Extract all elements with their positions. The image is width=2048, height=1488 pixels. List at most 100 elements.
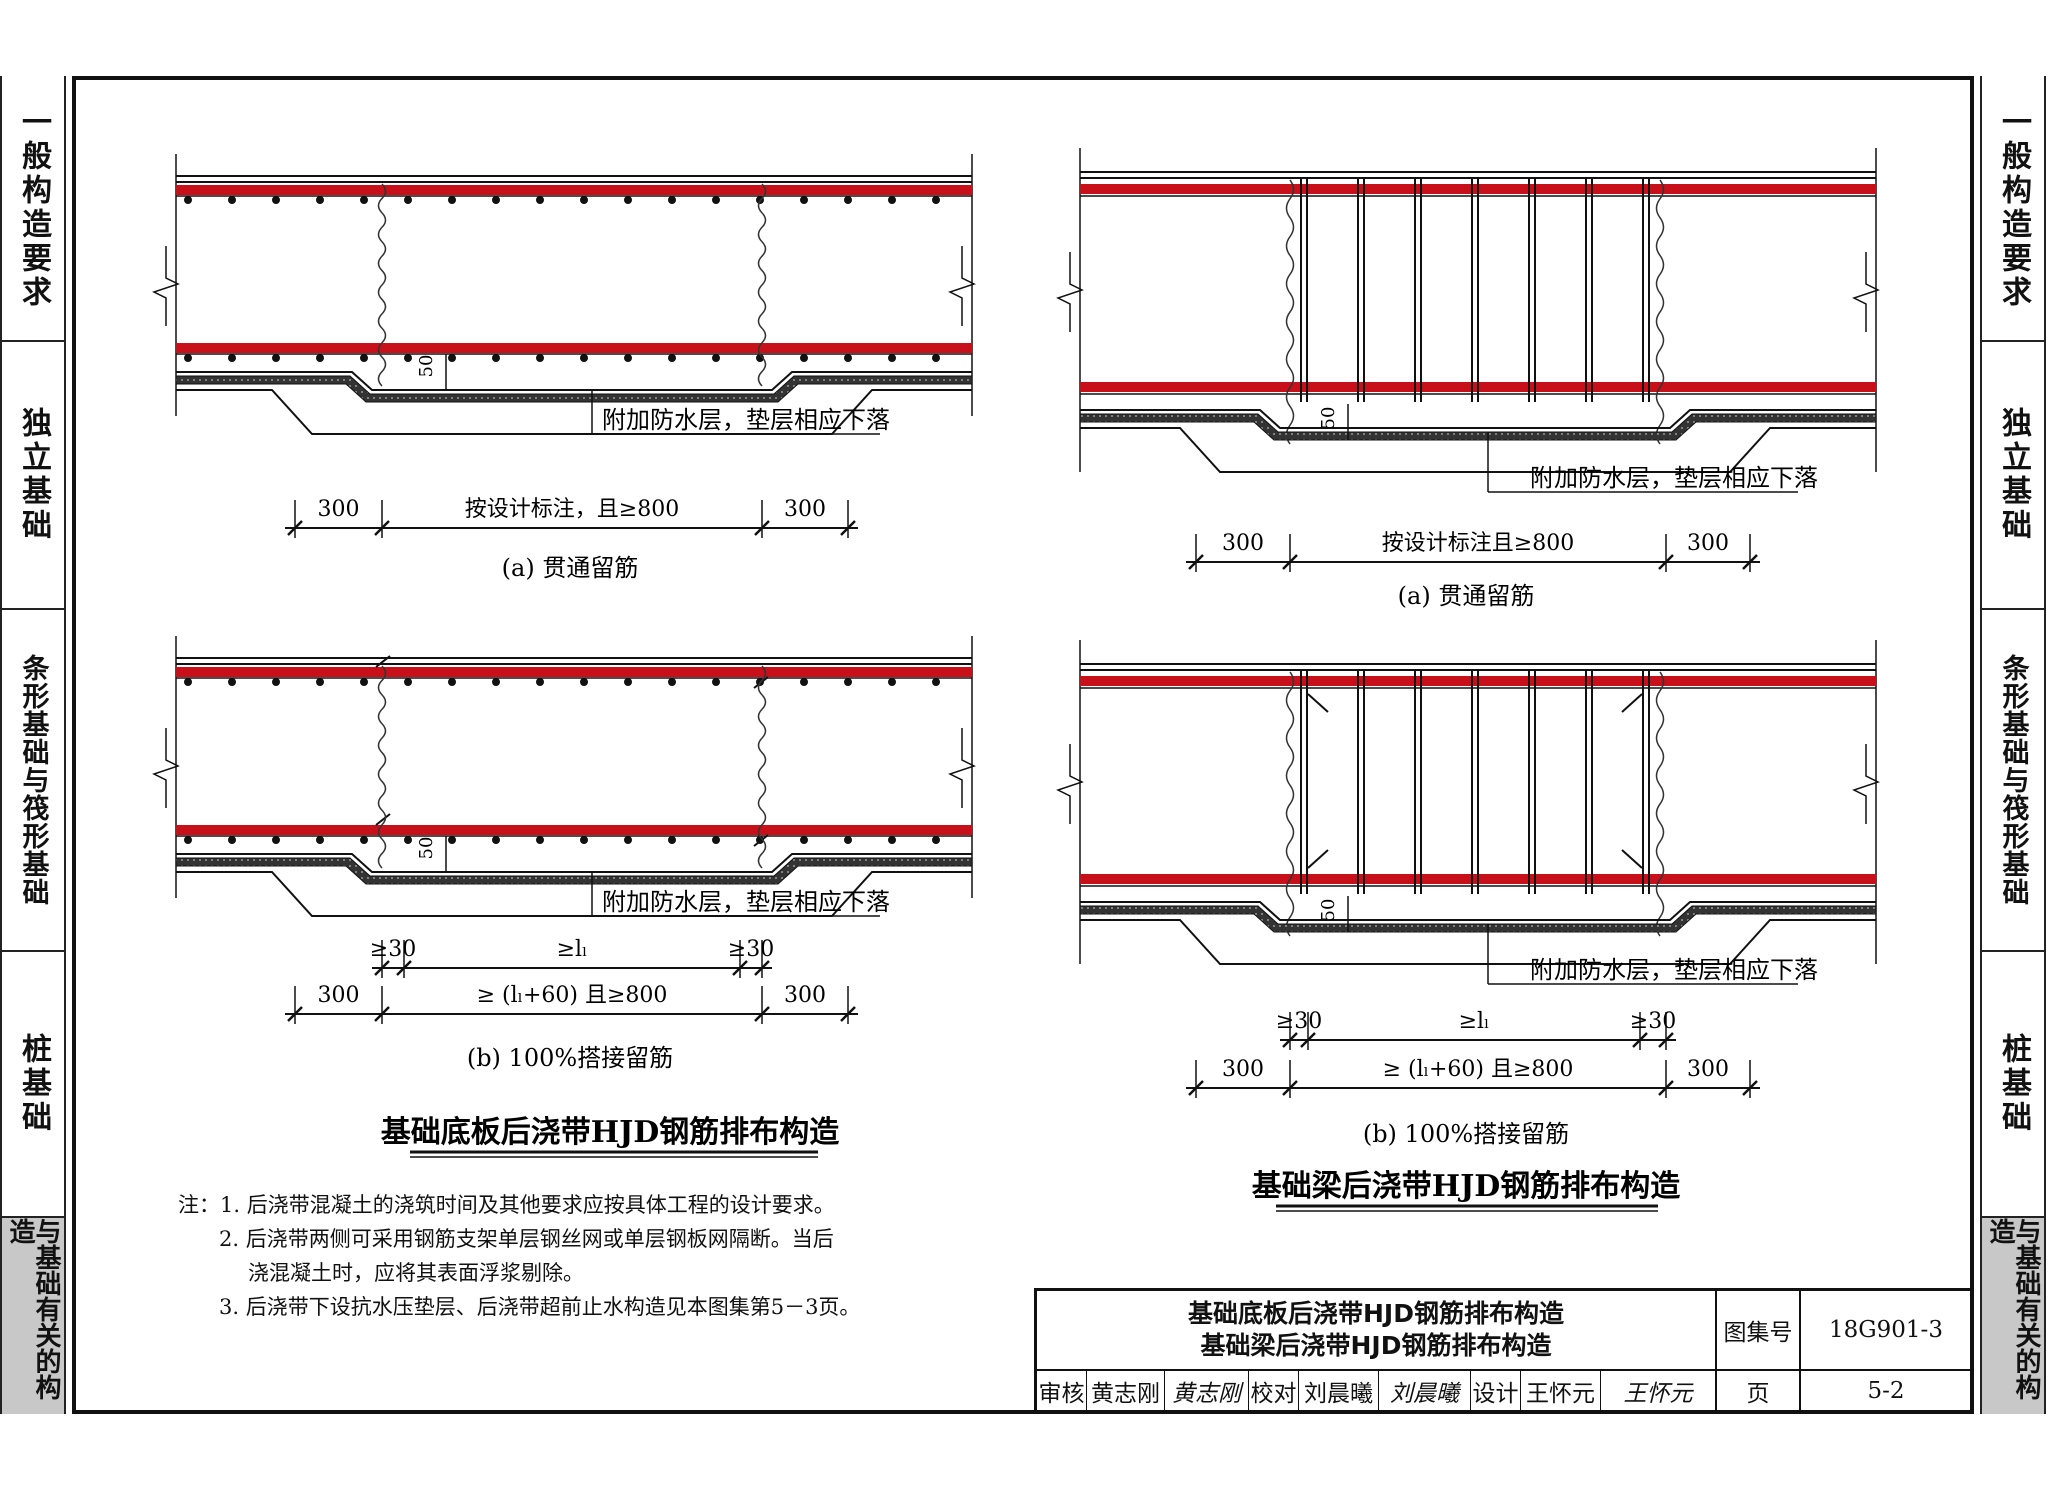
slab-a-dim-tick (754, 520, 770, 536)
beam-b-dim-tick (1188, 1080, 1204, 1096)
checker-signature: 刘晨曦 (1379, 1371, 1471, 1411)
beam-b-lap-dim-tick (1282, 1032, 1298, 1048)
dist-bar (228, 196, 236, 204)
dist-bar (184, 678, 192, 686)
beam-b-dim-tick (1658, 1080, 1674, 1096)
hjd-right-boundary (1655, 671, 1665, 937)
slab-a-dim-tick (287, 520, 303, 536)
dist-bar (800, 354, 808, 362)
dist-bar (800, 678, 808, 686)
dist-bar (756, 354, 764, 362)
dist-bar (360, 354, 368, 362)
lap-hook (1307, 693, 1329, 713)
dist-bar (844, 678, 852, 686)
beam-a-dim-tick (1188, 554, 1204, 570)
hjd-left-boundary (1285, 671, 1295, 937)
slab-b-dim-label: ≥ (lₗ+60) 且≥800 (477, 983, 668, 1008)
hjd-right-boundary (757, 665, 767, 869)
dist-bar (888, 836, 896, 844)
dist-bar (272, 196, 280, 204)
side-tab-pile-r[interactable]: 桩基础 (1982, 952, 2044, 1218)
beam-b-caption: (b) 100%搭接留筋 (1363, 1120, 1569, 1148)
dist-bar (228, 354, 236, 362)
side-tab-pile[interactable]: 桩基础 (2, 952, 64, 1218)
beam-base-top (1080, 409, 1876, 429)
dist-bar (888, 354, 896, 362)
dim-50: 50 (416, 355, 437, 378)
slab-base-bedding (176, 389, 972, 435)
dist-bar (492, 678, 500, 686)
page-label: 页 (1717, 1371, 1801, 1411)
side-tab-isolated[interactable]: 独立基础 (2, 342, 64, 610)
side-tab-general-r[interactable]: 一般构造要求 (1982, 76, 2044, 342)
note-text: 附加防水层，垫层相应下落 (602, 406, 890, 434)
slab-base-top (176, 853, 972, 873)
dist-bar (668, 678, 676, 686)
reviewer-signature: 黄志刚 (1165, 1371, 1249, 1411)
beam-b-dim-label: 300 (1222, 1057, 1264, 1082)
drawing-frame (72, 76, 1974, 1414)
beam-a-dim-label: 按设计标注且≥800 (1382, 531, 1574, 556)
dist-bar (844, 354, 852, 362)
slab-title: 基础底板后浇带HJD钢筋排布构造 (381, 1115, 840, 1150)
slab-a-dim-label: 300 (784, 497, 826, 522)
beam-base-bedding (1080, 919, 1876, 965)
beam-base-top (1080, 901, 1876, 921)
lap-hook (1307, 849, 1329, 869)
note-2: 2. 后浇带两侧可采用钢筋支架单层钢丝网或单层钢板网隔断。当后 (219, 1227, 834, 1251)
dist-bar (712, 354, 720, 362)
break-mark-left (1056, 744, 1084, 824)
dist-bar (624, 678, 632, 686)
hook (375, 655, 391, 668)
side-tab-related[interactable]: 与基础有关的构造 (2, 1218, 64, 1414)
atlas-number: 18G901-3 (1801, 1291, 1971, 1371)
slab-base-membrane (175, 857, 973, 885)
dist-bar (712, 678, 720, 686)
side-tab-strip-raft-r[interactable]: 条形基础与筏形基础 (1982, 610, 2044, 952)
top-rebar-right (376, 667, 972, 677)
beam-base-membrane (1079, 905, 1877, 933)
hjd-left-boundary (377, 183, 387, 387)
designer-signature: 王怀元 (1601, 1371, 1717, 1411)
dist-bar (360, 836, 368, 844)
side-tab-general[interactable]: 一般构造要求 (2, 76, 64, 342)
dist-bar (184, 836, 192, 844)
dist-bar (624, 354, 632, 362)
dist-bar (536, 678, 544, 686)
beam-a-caption: (a) 贯通留筋 (1398, 582, 1535, 610)
side-tab-related-r[interactable]: 与基础有关的构造 (1982, 1218, 2044, 1414)
dist-bar (624, 196, 632, 204)
slab-b-dim-tick (754, 1006, 770, 1022)
hook (375, 813, 391, 826)
dist-bar (536, 836, 544, 844)
page-number: 5-2 (1867, 1378, 1905, 1404)
slab-b-caption: (b) 100%搭接留筋 (467, 1044, 673, 1072)
bottom-rebar-right (376, 825, 972, 835)
beam-b-lap-dim-label: ≥30 (1630, 1009, 1676, 1034)
dist-bar (492, 836, 500, 844)
dist-bar (448, 678, 456, 686)
side-tab-strip-raft[interactable]: 条形基础与筏形基础 (2, 610, 64, 952)
dist-bar (448, 354, 456, 362)
title-block-title: 基础底板后浇带HJD钢筋排布构造 基础梁后浇带HJD钢筋排布构造 (1037, 1291, 1717, 1371)
dist-bar (360, 678, 368, 686)
slab-a-caption: (a) 贯通留筋 (502, 554, 639, 582)
slab-base-bedding (176, 871, 972, 917)
note-1: 注：1. 后浇带混凝土的浇筑时间及其他要求应按具体工程的设计要求。 (178, 1193, 835, 1217)
side-tab-isolated-r[interactable]: 独立基础 (1982, 342, 2044, 610)
slab-b-dim-label: 300 (318, 983, 360, 1008)
dist-bar (272, 678, 280, 686)
dist-bar (272, 354, 280, 362)
dist-bar (316, 678, 324, 686)
beam-a-dim-tick (1742, 554, 1758, 570)
slab-b-lap-dim-tick (396, 960, 412, 976)
dist-bar (360, 196, 368, 204)
checker-name: 刘晨曦 (1299, 1371, 1379, 1411)
review-label: 审核 (1037, 1371, 1087, 1411)
slab-b-dim-label: 300 (784, 983, 826, 1008)
dist-bar (492, 354, 500, 362)
